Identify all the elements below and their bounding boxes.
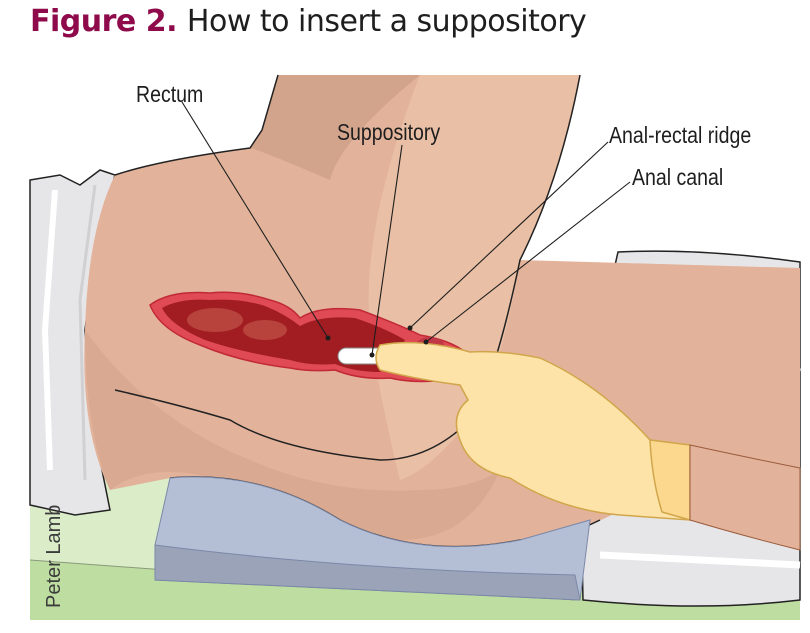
label-rectum: Rectum (136, 82, 203, 108)
figure-title-text: How to insert a suppository (186, 4, 587, 39)
leader-lines (181, 101, 631, 356)
positioning-pad (154, 476, 591, 601)
anal-canal-leader (425, 181, 631, 343)
glove-cuff (649, 439, 691, 521)
gloved-hand (375, 341, 801, 551)
figure-title: Figure 2. How to insert a suppository (30, 4, 587, 39)
label-suppository: Suppository (337, 120, 440, 146)
illustrator-credit: Peter Lamb (43, 505, 65, 608)
suppository-leader (371, 144, 403, 356)
label-anal-rectal-ridge: Anal-rectal ridge (609, 123, 751, 149)
forearm (689, 444, 801, 551)
label-anal-canal: Anal canal (632, 165, 723, 191)
rectum-leader (181, 101, 329, 339)
figure-number: Figure 2. (30, 4, 177, 39)
anal-rectal-ridge-leader (409, 141, 609, 329)
